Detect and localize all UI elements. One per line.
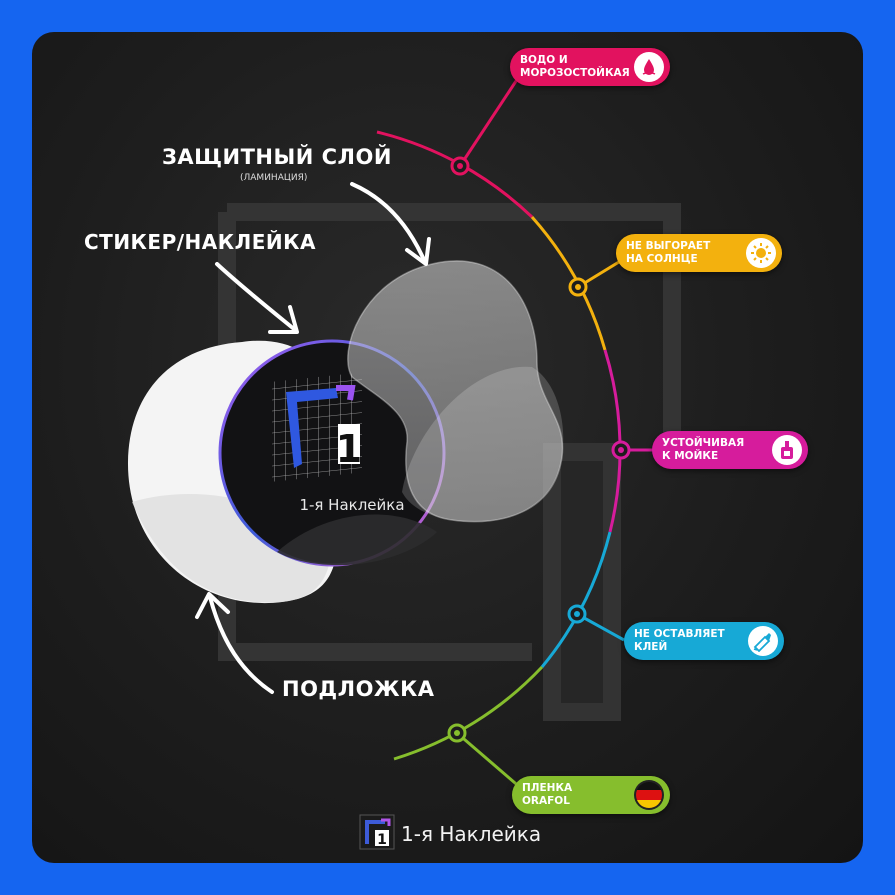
lamination-label: (ЛАМИНАЦИЯ) — [240, 173, 308, 183]
brand-logo-icon: 1 — [359, 814, 395, 854]
feature-label: НЕ ОСТАВЛЯЕТ КЛЕЙ — [634, 628, 725, 653]
brand-footer: 1 1-я Наклейка — [359, 814, 541, 854]
svg-text:1: 1 — [336, 427, 362, 471]
arc-nodes — [447, 156, 631, 743]
feature-label: ВОДО И МОРОЗОСТОЙКАЯ — [520, 54, 630, 79]
arrow-sticker — [215, 262, 296, 331]
car-wash-icon — [772, 435, 802, 465]
arrows — [195, 182, 431, 694]
feature-label: НЕ ВЫГОРАЕТ НА СОЛНЦЕ — [626, 240, 711, 265]
feature-no-glue-residue: НЕ ОСТАВЛЯЕТ КЛЕЙ — [624, 622, 784, 660]
product-card: 1 1-я Наклейка — [32, 32, 863, 863]
backing-label: ПОДЛОЖКА — [282, 677, 435, 701]
germany-flag-icon — [634, 780, 664, 810]
sticker-brand-text: 1-я Наклейка — [299, 496, 404, 514]
arrow-protective-layer — [350, 182, 426, 262]
feature-label: ПЛЕНКА ORAFOL — [522, 782, 573, 807]
artwork: 1 1-я Наклейка — [127, 71, 681, 791]
sticker-label: СТИКЕР/НАКЛЕЙКА — [84, 230, 316, 254]
glue-tube-icon — [748, 626, 778, 656]
brand-name: 1-я Наклейка — [401, 822, 542, 846]
arrow-backing — [208, 595, 274, 694]
protective-film — [347, 260, 564, 523]
feature-orafol-film: ПЛЕНКА ORAFOL — [512, 776, 670, 814]
feature-sun-fade-resistant: НЕ ВЫГОРАЕТ НА СОЛНЦЕ — [616, 234, 782, 272]
protective-layer-label: ЗАЩИТНЫЙ СЛОЙ — [162, 145, 392, 169]
feature-water-frost-resistant: ВОДО И МОРОЗОСТОЙКАЯ — [510, 48, 670, 86]
water-drop-icon — [634, 52, 664, 82]
brand-logo-glyph: 1 — [377, 832, 387, 848]
feature-wash-resistant: УСТОЙЧИВАЯ К МОЙКЕ — [652, 431, 808, 469]
feature-label: УСТОЙЧИВАЯ К МОЙКЕ — [662, 437, 745, 462]
sun-icon — [746, 238, 776, 268]
